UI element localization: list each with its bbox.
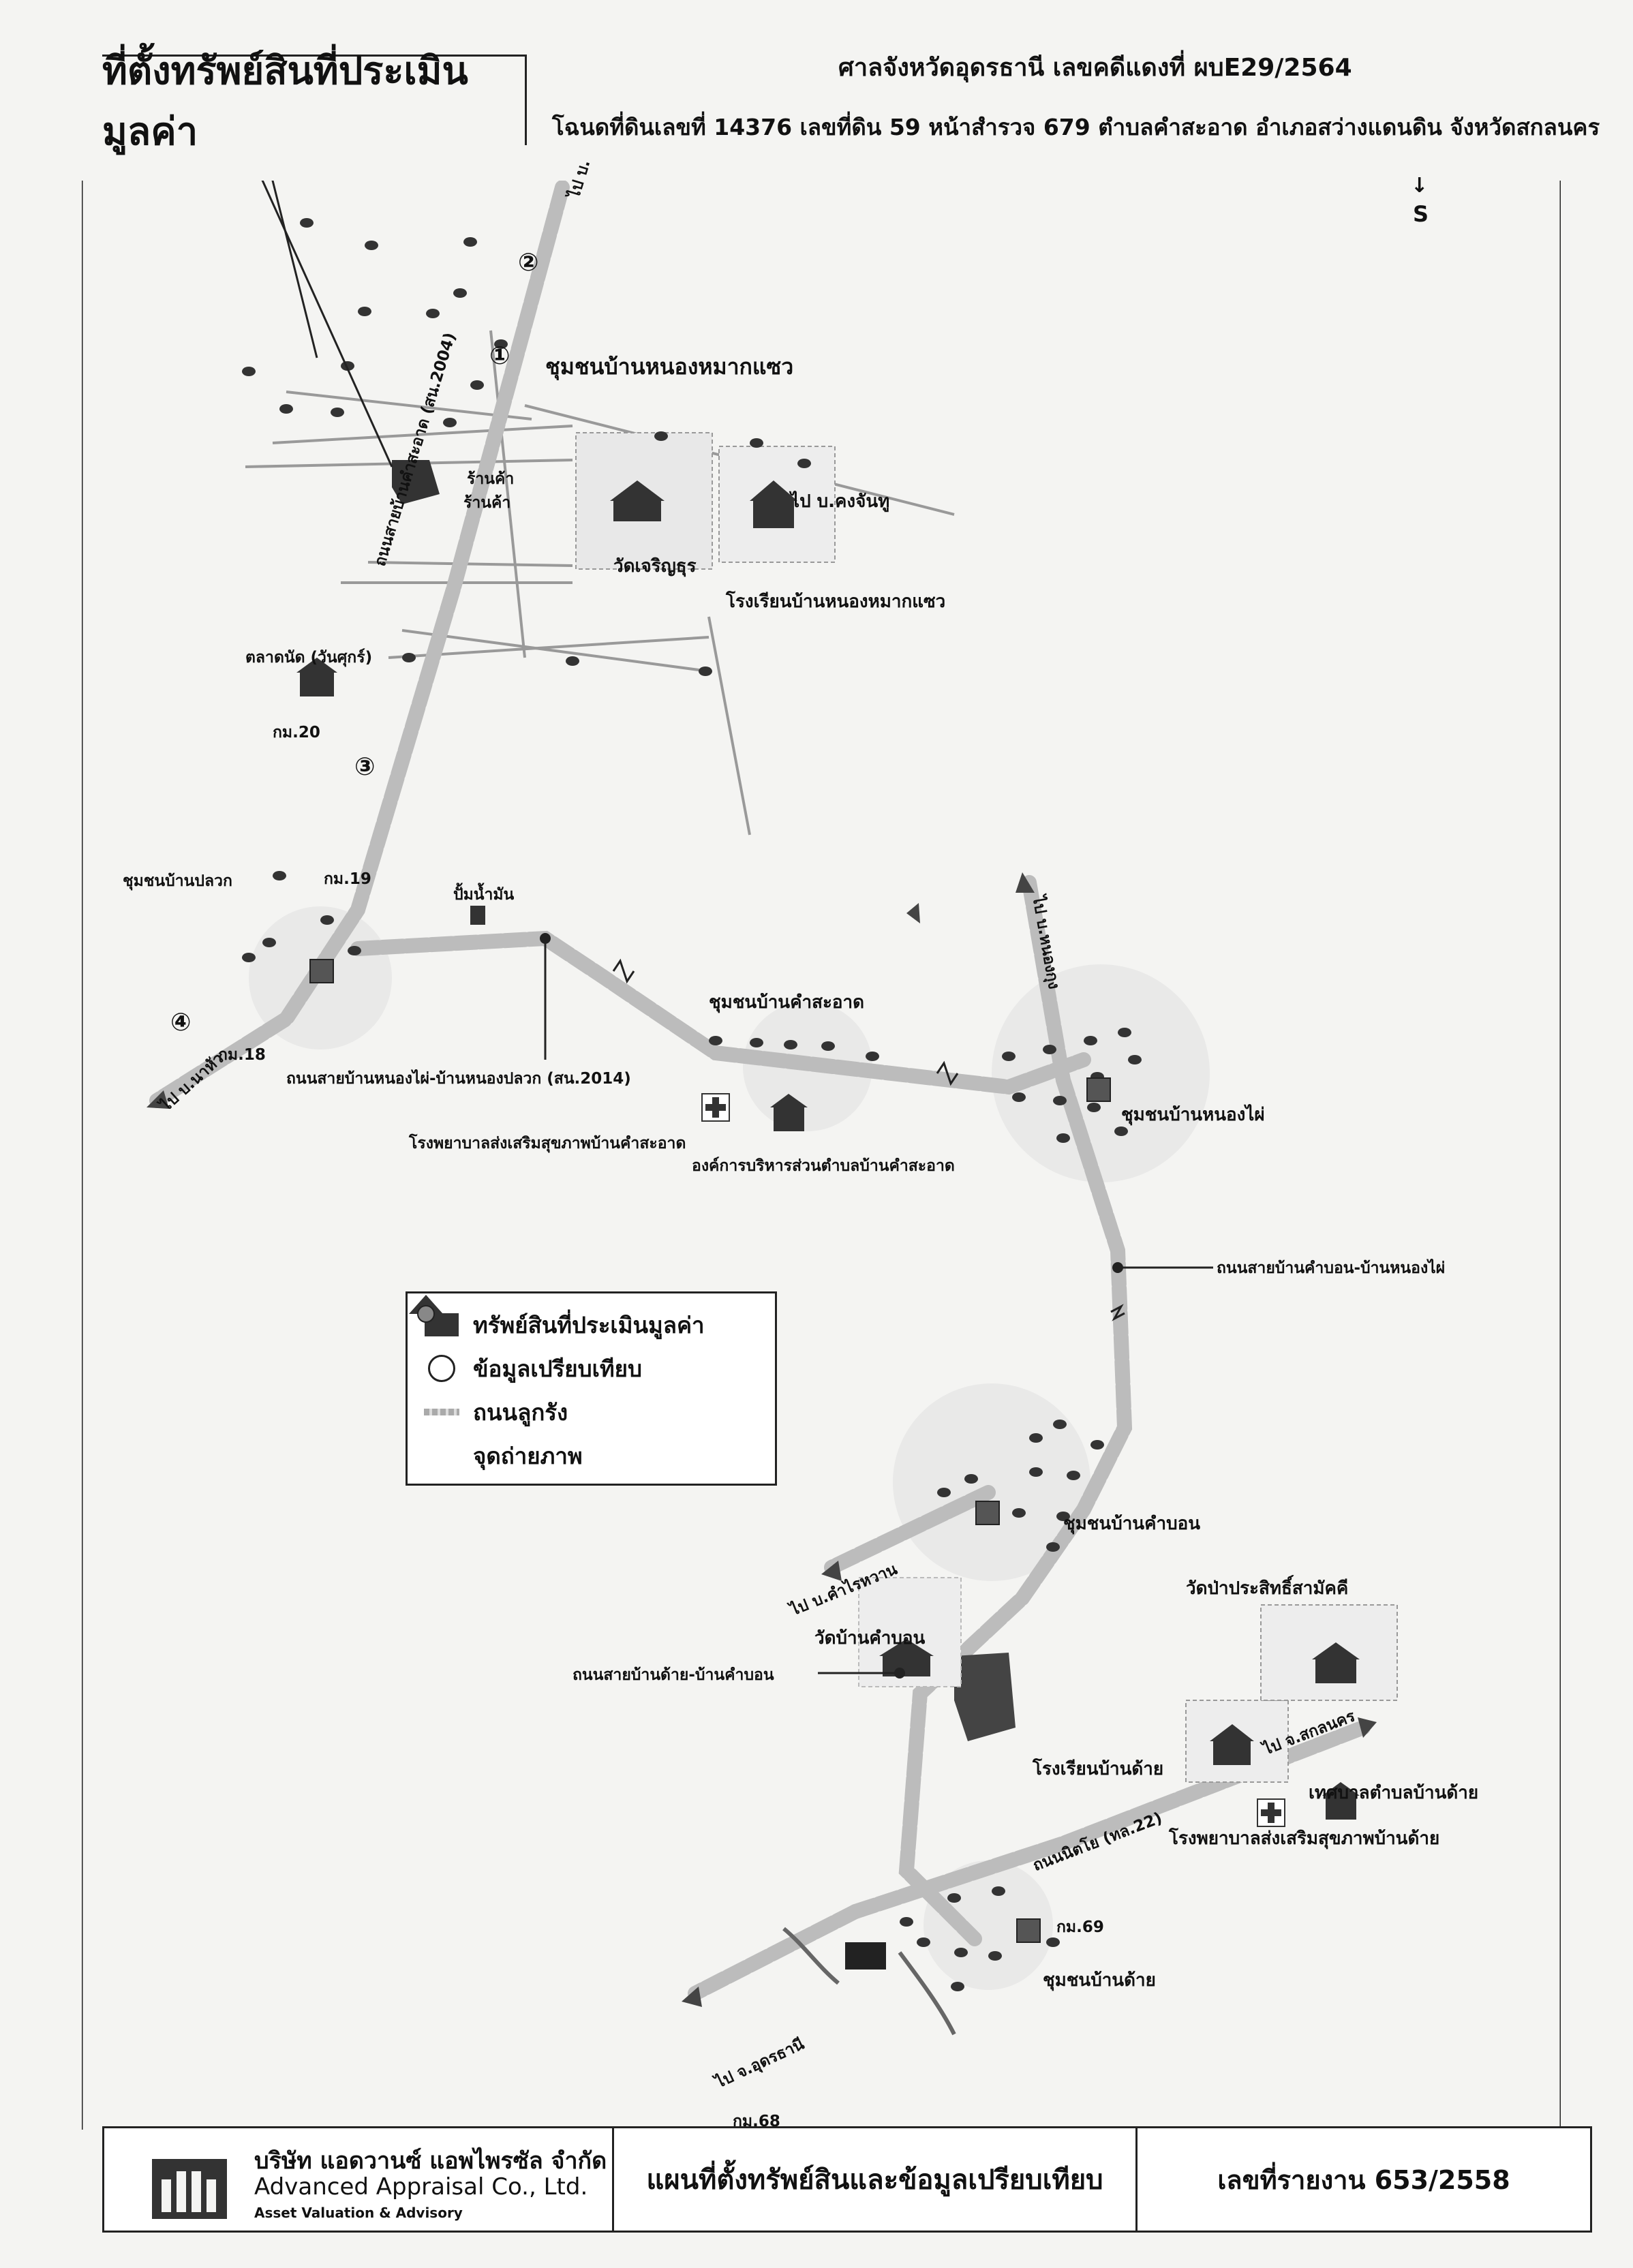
legend-label: จุดถ่ายภาพ <box>473 1442 583 1469</box>
footer-map-title: แผนที่ตั้งทรัพย์สินและข้อมูลเปรียบเทียบ <box>614 2128 1138 2231</box>
label-tao-kham-sa-at: องค์การบริหารส่วนตำบลบ้านคำสะอาด <box>692 1157 955 1175</box>
compass-label: S <box>1413 201 1429 227</box>
comparable-marker-1: ① <box>489 342 510 370</box>
label-market: ตลาดนัด (วันศุกร์) <box>245 649 373 666</box>
label-hospital-dai: โรงพยาบาลส่งเสริมสุขภาพบ้านด้าย <box>1169 1828 1440 1849</box>
label-road-nongphai-plaok: ถนนสายบ้านหนองไผ่-บ้านหนองปลวก (สน.2014) <box>286 1070 631 1088</box>
comparable-circle-icon <box>421 1353 462 1383</box>
footer-company: บริษัท แอดวานซ์ แอพไพรซัล จำกัด Advanced… <box>104 2128 614 2231</box>
label-community-kham-sa-at: ชุมชนบ้านคำสะอาด <box>709 992 865 1013</box>
photo-point-icon <box>409 1295 462 1471</box>
label-wat-kham-bon: วัดบ้านคำบอน <box>814 1628 926 1649</box>
page-header: ศาลจังหวัดอุดรธานี เลขคดีแดงที่ ผบE29/25… <box>0 0 1633 164</box>
legend-item: ทรัพย์สินที่ประเมินมูลค่า <box>421 1303 761 1347</box>
label-wat-pa: วัดป่าประสิทธิ์สามัคคี <box>1186 1578 1349 1599</box>
comparable-marker-2: ② <box>518 249 539 277</box>
label-road-dai-kham-bon: ถนนสายบ้านด้าย-บ้านคำบอน <box>573 1666 774 1684</box>
company-name-english: Advanced Appraisal Co., Ltd. <box>254 2173 588 2201</box>
label-km19: กม.19 <box>324 870 371 888</box>
label-km69: กม.69 <box>1056 1918 1104 1936</box>
map-area: ↓ S ② ① ③ ④ ชุมชนบ้านหนองหมากแซว ไป บ.คง… <box>82 157 1561 2130</box>
legend-item: จุดถ่ายภาพ <box>409 1295 761 1477</box>
footer: บริษัท แอดวานซ์ แอพไพรซัล จำกัด Advanced… <box>102 2126 1592 2233</box>
gravel-road-icon <box>421 1397 462 1427</box>
label-km20: กม.20 <box>273 724 320 741</box>
label-wat-charoen: วัดเจริญธุร <box>613 556 697 577</box>
comparable-marker-3: ③ <box>354 753 376 781</box>
case-number-line: ศาลจังหวัดอุดรธานี เลขคดีแดงที่ ผบE29/25… <box>838 54 1352 82</box>
label-km18: กม.18 <box>218 1046 266 1064</box>
legend-item: ข้อมูลเปรียบเทียบ <box>421 1347 761 1390</box>
label-community-dai: ชุมชนบ้านด้าย <box>1043 1970 1156 1991</box>
legend-label: ถนนลูกรัง <box>473 1398 568 1426</box>
comparable-marker-4: ④ <box>170 1009 192 1037</box>
title-deed-line: โฉนดที่ดินเลขที่ 14376 เลขที่ดิน 59 หน้า… <box>552 114 1600 140</box>
label-community-kham-bon: ชุมชนบ้านคำบอน <box>1063 1514 1200 1534</box>
label-shop-2: ร้านค้า <box>463 494 511 512</box>
legend-label: ข้อมูลเปรียบเทียบ <box>473 1355 642 1382</box>
footer-report-number: เลขที่รายงาน 653/2558 <box>1217 2164 1510 2195</box>
company-logo-icon <box>152 2159 227 2219</box>
compass-arrow-icon: ↓ <box>1411 174 1429 198</box>
map-title-box: ที่ตั้งทรัพย์สินที่ประเมินมูลค่า <box>102 49 527 154</box>
label-gas-station: ปั้มน้ำมัน <box>453 886 515 904</box>
label-hospital-kham-sa-at: โรงพยาบาลส่งเสริมสุขภาพบ้านคำสะอาด <box>409 1135 686 1152</box>
legend-label: ทรัพย์สินที่ประเมินมูลค่า <box>473 1311 705 1338</box>
label-community-nong-phai: ชุมชนบ้านหนองไผ่ <box>1121 1105 1265 1125</box>
label-shop-1: ร้านค้า <box>467 470 515 488</box>
label-road-kham-bon-nong-phai: ถนนสายบ้านคำบอน-บ้านหนองไผ่ <box>1217 1259 1446 1277</box>
legend-item: ถนนลูกรัง <box>421 1390 761 1434</box>
label-community-nong-mak-saeo: ชุมชนบ้านหนองหมากแซว <box>545 354 794 380</box>
label-school-dai: โรงเรียนบ้านด้าย <box>1033 1759 1164 1779</box>
label-school-nong-mak-saeo: โรงเรียนบ้านหนองหมากแซว <box>726 592 946 612</box>
company-name-thai: บริษัท แอดวานซ์ แอพไพรซัล จำกัด <box>254 2147 607 2175</box>
map-title: ที่ตั้งทรัพย์สินที่ประเมินมูลค่า <box>102 49 468 154</box>
label-community-plaok: ชุมชนบ้านปลวก <box>123 872 232 890</box>
company-tagline: Asset Valuation & Advisory <box>254 2205 463 2221</box>
label-to-khong-chan: ไป บ.คงจันทู <box>791 491 890 512</box>
map-legend: ทรัพย์สินที่ประเมินมูลค่า ข้อมูลเปรียบเท… <box>406 1291 777 1486</box>
map-drawing <box>82 181 1561 2130</box>
label-municipality-dai: เทศบาลตำบลบ้านด้าย <box>1309 1783 1479 1803</box>
